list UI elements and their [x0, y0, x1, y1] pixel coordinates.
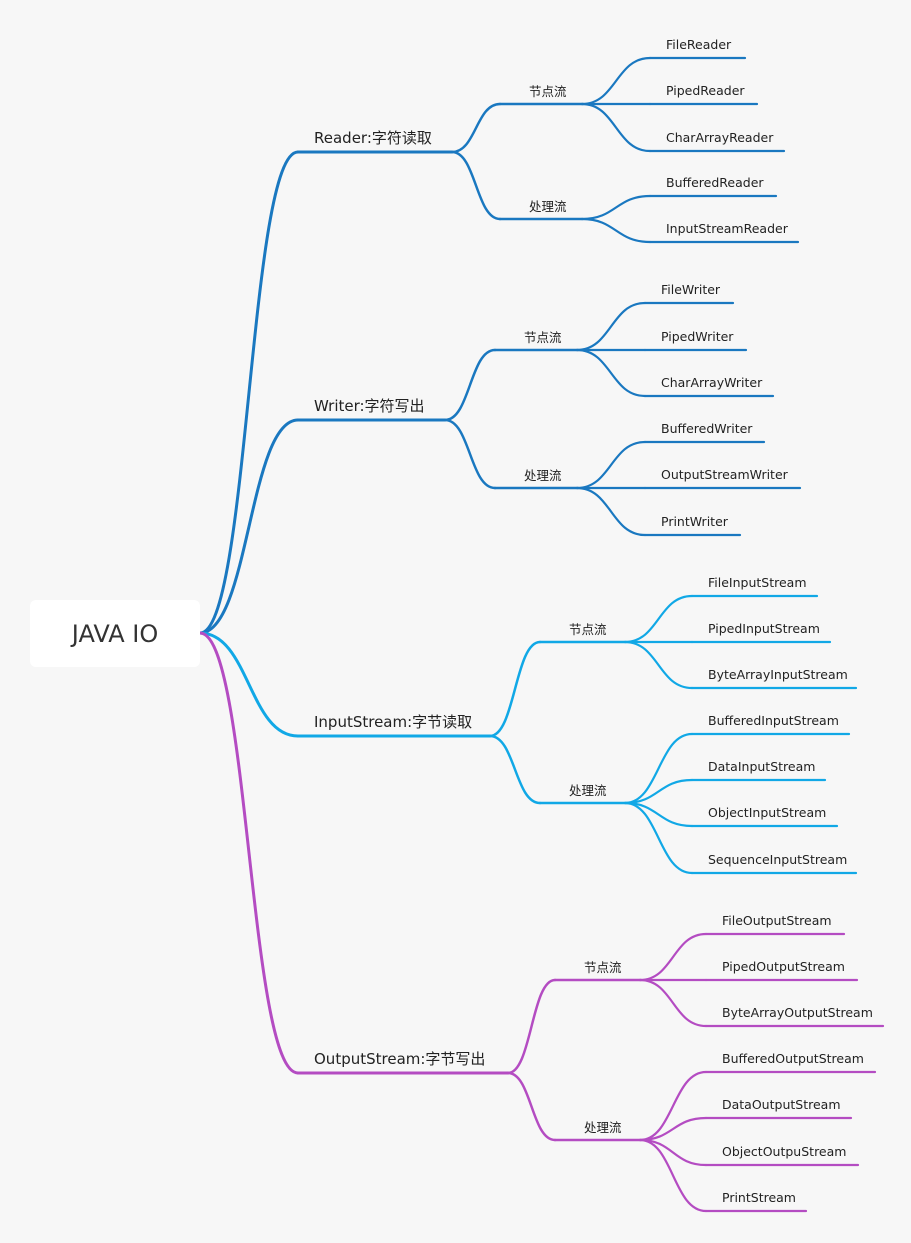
root-box: [30, 600, 200, 667]
edge-group-to-leaf: [580, 102, 652, 153]
edge-group-to-leaf: [580, 194, 652, 221]
edge-branch-to-group: [450, 102, 502, 154]
root-node[interactable]: JAVA IO: [30, 600, 200, 667]
leaf-label[interactable]: PipedWriter: [661, 329, 734, 344]
leaf-label[interactable]: PrintWriter: [661, 514, 729, 529]
edge-root-to-branch: [198, 418, 300, 635]
branch-label[interactable]: OutputStream:字节写出: [314, 1050, 485, 1068]
edge-branch-to-group: [443, 418, 497, 490]
leaf-label[interactable]: DataInputStream: [708, 759, 815, 774]
edge-group-to-leaf: [623, 801, 694, 875]
edge-group-to-leaf: [575, 301, 647, 352]
edge-group-to-leaf: [623, 640, 694, 690]
branch-label[interactable]: Writer:字符写出: [314, 397, 425, 415]
leaf-label[interactable]: SequenceInputStream: [708, 852, 847, 867]
edge-group-to-leaf: [575, 486, 647, 537]
edge-group-to-leaf: [580, 217, 652, 244]
group-label[interactable]: 节点流: [529, 84, 567, 99]
edge-branch-to-group: [506, 1071, 557, 1142]
edge-branch-to-group: [488, 640, 542, 738]
leaf-label[interactable]: PrintStream: [722, 1190, 796, 1205]
group-label[interactable]: 节点流: [569, 622, 607, 637]
leaf-label[interactable]: BufferedWriter: [661, 421, 753, 436]
edge-root-to-branch: [198, 631, 300, 1075]
edge-root-to-branch: [198, 150, 300, 635]
edge-group-to-leaf: [638, 1070, 708, 1142]
leaf-label[interactable]: PipedOutputStream: [722, 959, 845, 974]
leaf-label[interactable]: PipedReader: [666, 83, 745, 98]
root-label: JAVA IO: [70, 620, 158, 648]
edge-group-to-leaf: [623, 594, 694, 644]
leaf-label[interactable]: BufferedInputStream: [708, 713, 839, 728]
group-label[interactable]: 处理流: [569, 783, 607, 798]
edge-group-to-leaf: [623, 778, 694, 805]
edge-group-to-leaf: [638, 932, 708, 982]
edge-group-to-leaf: [638, 1138, 708, 1167]
edge-group-to-leaf: [623, 801, 694, 828]
edge-group-to-leaf: [638, 978, 708, 1028]
edge-root-to-branch: [198, 631, 300, 738]
leaf-label[interactable]: PipedInputStream: [708, 621, 820, 636]
edge-group-to-leaf: [638, 1138, 708, 1213]
branch-label[interactable]: InputStream:字节读取: [314, 713, 472, 731]
leaf-label[interactable]: FileOutputStream: [722, 913, 832, 928]
leaf-label[interactable]: OutputStreamWriter: [661, 467, 789, 482]
edge-group-to-leaf: [623, 732, 694, 805]
group-label[interactable]: 节点流: [524, 330, 562, 345]
leaf-label[interactable]: FileReader: [666, 37, 732, 52]
edge-branch-to-group: [506, 978, 557, 1075]
leaf-label[interactable]: CharArrayWriter: [661, 375, 763, 390]
group-label[interactable]: 处理流: [524, 468, 562, 483]
mindmap-nodes: Reader:字符读取节点流FileReaderPipedReaderCharA…: [314, 37, 873, 1205]
leaf-label[interactable]: BufferedReader: [666, 175, 764, 190]
edge-branch-to-group: [450, 150, 502, 221]
edge-branch-to-group: [488, 734, 542, 805]
leaf-label[interactable]: FileWriter: [661, 282, 721, 297]
leaf-label[interactable]: DataOutputStream: [722, 1097, 841, 1112]
leaf-label[interactable]: InputStreamReader: [666, 221, 789, 236]
edge-branch-to-group: [443, 348, 497, 422]
group-label[interactable]: 处理流: [584, 1120, 622, 1135]
group-label[interactable]: 处理流: [529, 199, 567, 214]
edge-group-to-leaf: [575, 348, 647, 398]
leaf-label[interactable]: ObjectOutpuStream: [722, 1144, 846, 1159]
leaf-label[interactable]: ObjectInputStream: [708, 805, 826, 820]
leaf-label[interactable]: FileInputStream: [708, 575, 807, 590]
leaf-label[interactable]: CharArrayReader: [666, 130, 774, 145]
edge-group-to-leaf: [580, 56, 652, 106]
edge-group-to-leaf: [575, 440, 647, 490]
leaf-label[interactable]: ByteArrayOutputStream: [722, 1005, 873, 1020]
leaf-label[interactable]: BufferedOutputStream: [722, 1051, 864, 1066]
group-label[interactable]: 节点流: [584, 960, 622, 975]
edge-group-to-leaf: [638, 1116, 708, 1142]
mindmap-edges: [198, 56, 885, 1213]
leaf-label[interactable]: ByteArrayInputStream: [708, 667, 848, 682]
branch-label[interactable]: Reader:字符读取: [314, 129, 432, 147]
